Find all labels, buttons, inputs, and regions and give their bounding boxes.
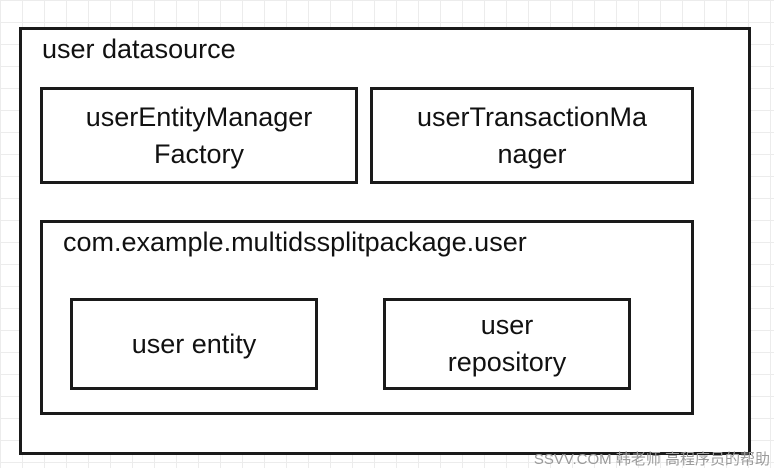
user-transaction-manager-line2: nager (497, 138, 567, 169)
user-package-label: com.example.multidssplitpackage.user (63, 227, 527, 257)
user-datasource-label: user datasource (42, 34, 236, 64)
user-repository-line2: repository (447, 347, 567, 377)
user-entity-manager-factory-text: userEntityManager Factory (86, 99, 313, 173)
user-transaction-manager-box: userTransactionMa nager (370, 87, 694, 184)
user-transaction-manager-text: userTransactionMa nager (417, 99, 647, 173)
user-repository-line1: user (480, 310, 534, 340)
user-repository-box: user repository (383, 298, 631, 390)
user-entity-manager-factory-box: userEntityManager Factory (40, 87, 358, 184)
user-entity-label: user entity (131, 328, 257, 359)
user-entity-manager-factory-line1: userEntityManager (85, 101, 313, 132)
user-repository-text: user repository (448, 307, 567, 381)
user-entity-box: user entity (70, 298, 318, 390)
watermark: SSVV.COM 韩老师 高程序员的帮助 (533, 451, 770, 468)
user-entity-manager-factory-line2: Factory (153, 138, 245, 169)
user-transaction-manager-line1: userTransactionMa (416, 101, 648, 132)
